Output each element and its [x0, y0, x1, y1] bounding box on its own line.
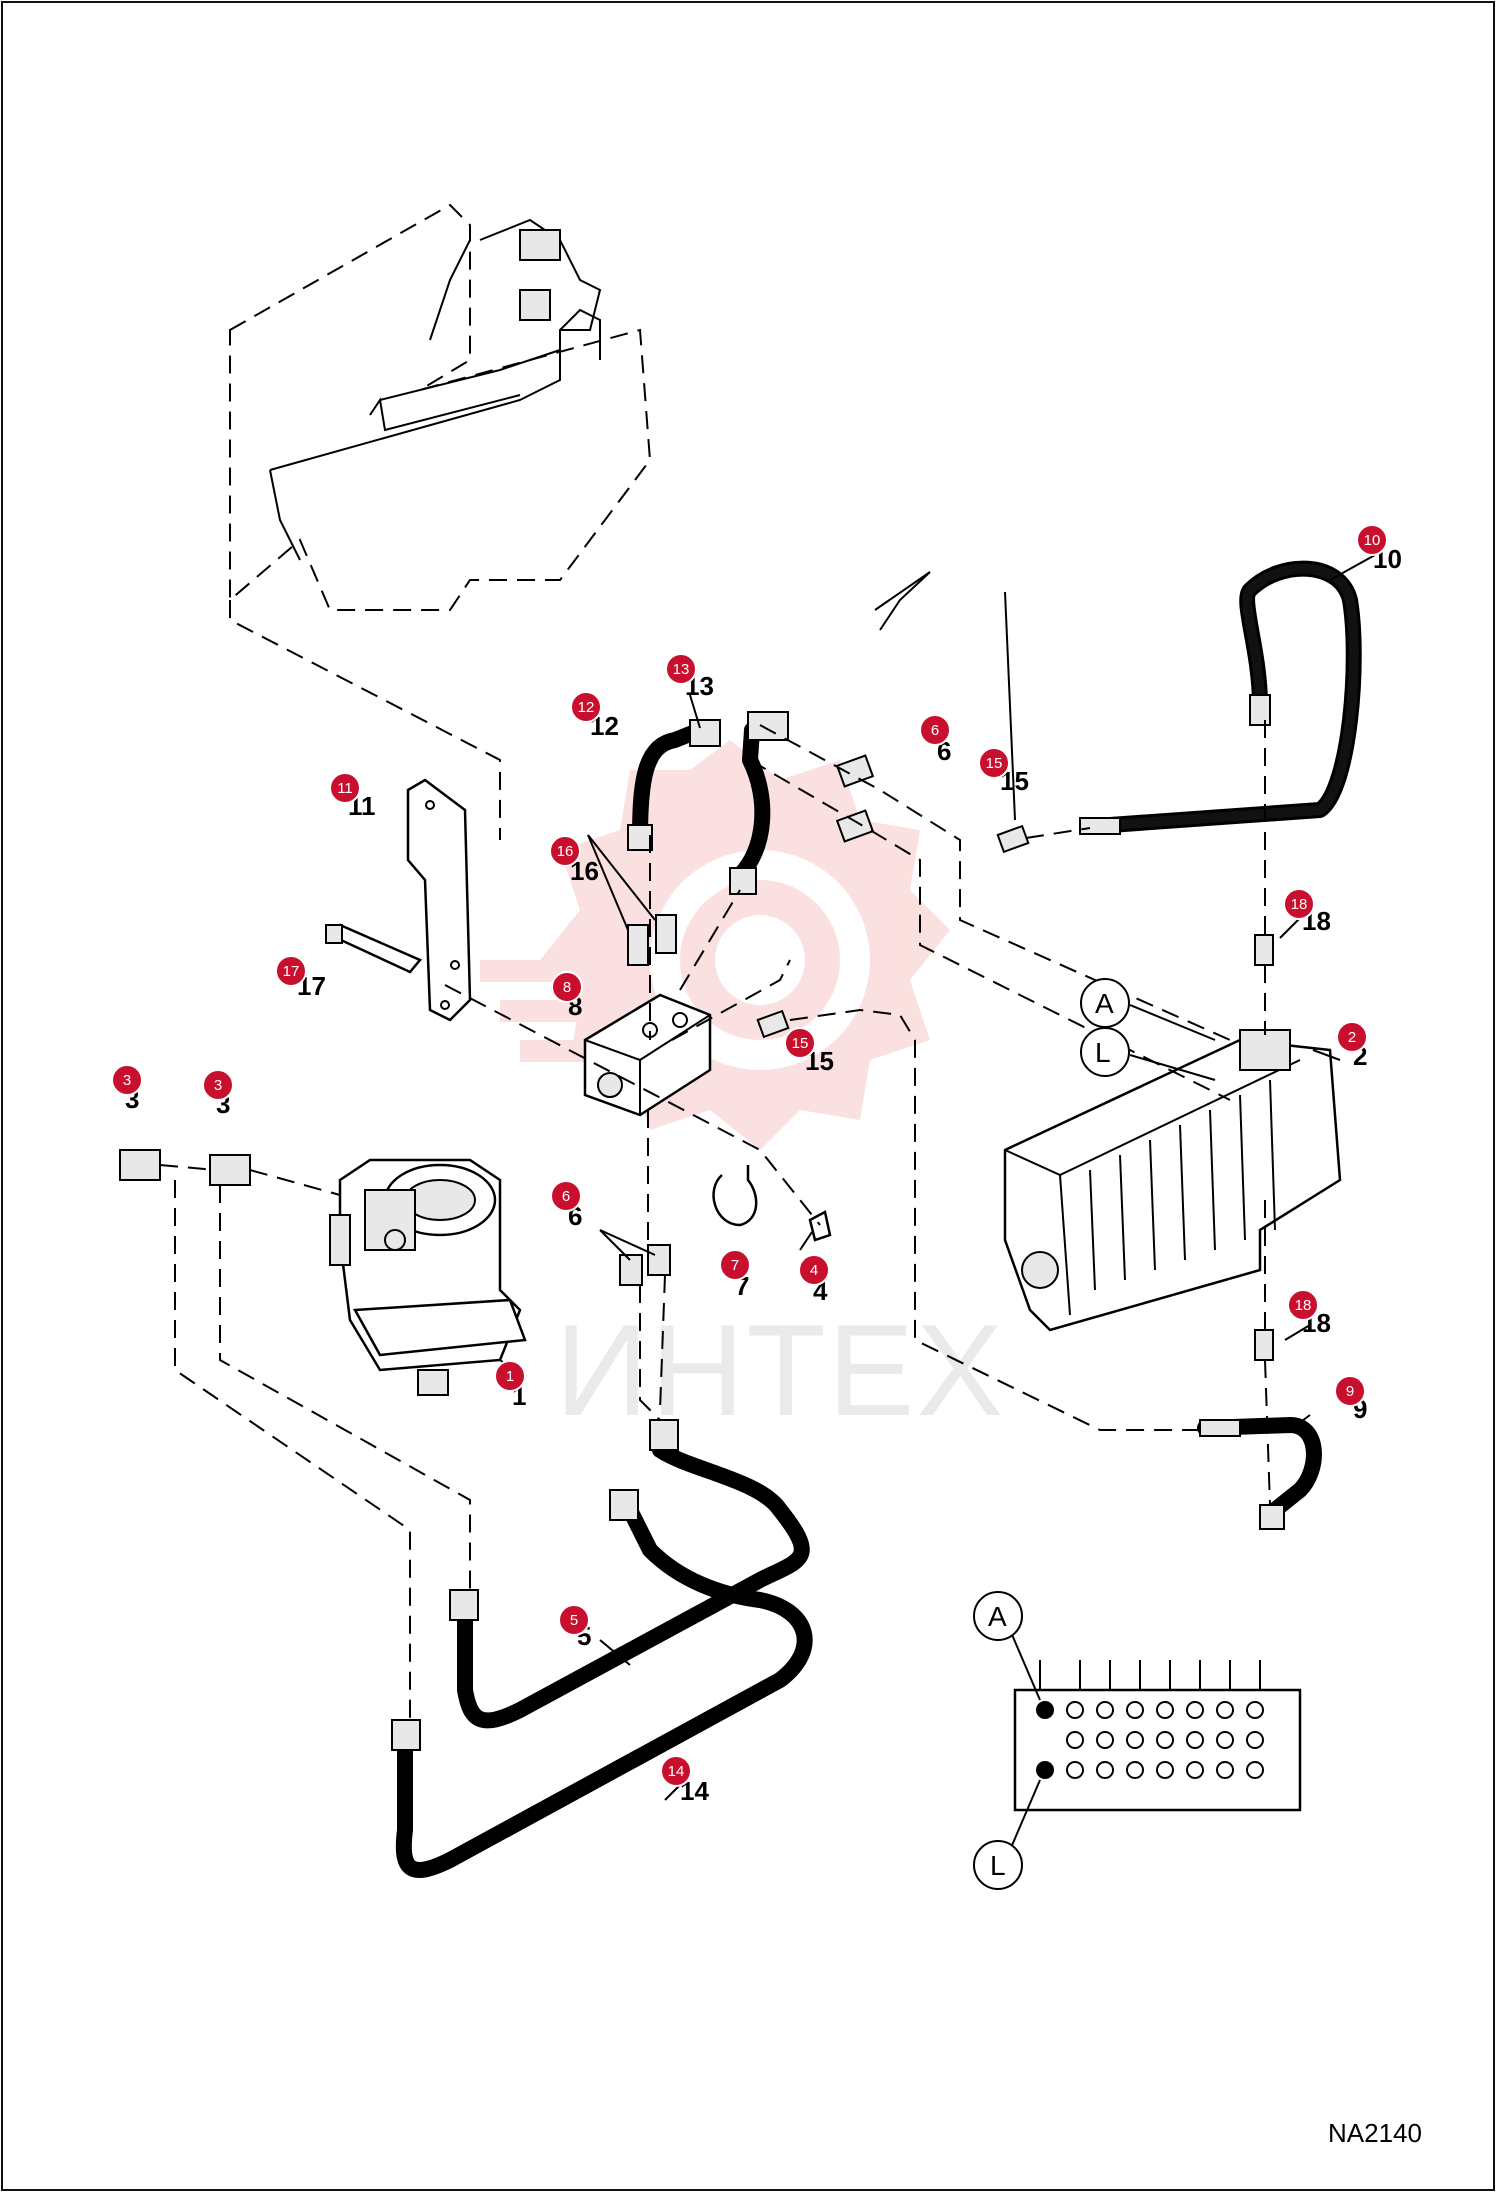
callout-9: 9 9	[1334, 1375, 1367, 1424]
inset-port-holes	[1036, 1701, 1264, 1779]
callout-15b-badge: 15	[792, 1035, 809, 1052]
port-a-label: A	[1095, 988, 1114, 1019]
port-a-marker: A	[1080, 978, 1130, 1028]
callout-1: 1 1	[494, 1360, 526, 1411]
callout-13-badge: 13	[673, 661, 690, 678]
callout-5-badge: 5	[570, 1612, 578, 1629]
callout-6b-badge: 6	[562, 1188, 570, 1205]
callout-13: 13 13	[665, 653, 714, 701]
callout-6b: 6 6	[550, 1180, 582, 1231]
callout-6a-badge: 6	[931, 722, 939, 739]
callout-4: 4 4	[798, 1254, 830, 1306]
mounting-bracket	[406, 778, 472, 1022]
callout-3b-badge: 3	[214, 1077, 222, 1094]
callout-5: 5 5	[558, 1604, 591, 1651]
callout-18a: 18 18	[1283, 888, 1331, 936]
leader-lines	[499, 554, 1376, 1801]
hydraulic-motor	[329, 1158, 527, 1396]
inset-port-l-label: L	[990, 1850, 1006, 1881]
port-markers: A L	[1080, 978, 1216, 1081]
callout-7-badge: 7	[731, 1257, 739, 1274]
callout-15a-badge: 15	[986, 755, 1003, 772]
callout-12: 12 12	[570, 691, 619, 741]
callout-17: 17 17	[275, 955, 326, 1001]
callout-10-badge: 10	[1364, 532, 1381, 549]
callout-14: 14 14	[660, 1755, 709, 1806]
callout-15a: 15 15	[978, 747, 1029, 796]
callout-18a-badge: 18	[1291, 896, 1308, 913]
callout-7: 7 7	[719, 1249, 751, 1301]
callout-2: 2 2	[1336, 1021, 1368, 1071]
inset-port-a-marker: A	[973, 1591, 1023, 1641]
callout-17-badge: 17	[283, 963, 300, 980]
callout-3b: 3 3	[202, 1069, 234, 1119]
callout-18b-badge: 18	[1295, 1297, 1312, 1314]
callout-2-badge: 2	[1348, 1029, 1356, 1046]
callout-18b: 18 18	[1287, 1289, 1331, 1338]
port-l-label: L	[1095, 1037, 1111, 1068]
callout-12-badge: 12	[578, 699, 595, 716]
callout-16-badge: 16	[557, 843, 574, 860]
valve-block	[583, 993, 712, 1117]
connection-lines	[159, 720, 1271, 1720]
fittings	[119, 754, 1274, 1361]
callout-8: 8 8	[551, 971, 583, 1021]
inset-port-a-label: A	[988, 1601, 1007, 1632]
callout-10: 10 10	[1356, 524, 1402, 574]
callout-6a: 6 6	[919, 714, 951, 766]
callout-9-badge: 9	[1346, 1383, 1354, 1400]
callout-4-badge: 4	[810, 1262, 818, 1279]
callout-16: 16 16	[549, 835, 599, 886]
hoses	[391, 560, 1362, 1878]
chassis-outline	[229, 203, 652, 840]
callout-11: 11 11	[329, 772, 376, 821]
port-l-marker: L	[1080, 1027, 1130, 1077]
inset-valve-ports: A L	[973, 1591, 1302, 1890]
callout-15b: 15 15	[784, 1027, 834, 1076]
callout-3a-badge: 3	[123, 1072, 131, 1089]
callout-11-badge: 11	[337, 780, 353, 797]
callout-8-badge: 8	[563, 979, 571, 996]
control-valve	[1003, 1029, 1342, 1332]
callout-1-badge: 1	[506, 1368, 514, 1385]
mounting-bolt	[325, 923, 423, 974]
inset-port-l-marker: L	[973, 1840, 1023, 1890]
watermark-text: ИНТЕХ	[555, 1297, 1005, 1443]
drawing-code: NA2140	[1328, 2118, 1422, 2148]
callout-14-badge: 14	[668, 1763, 685, 1780]
callout-3a: 3 3	[111, 1064, 143, 1114]
